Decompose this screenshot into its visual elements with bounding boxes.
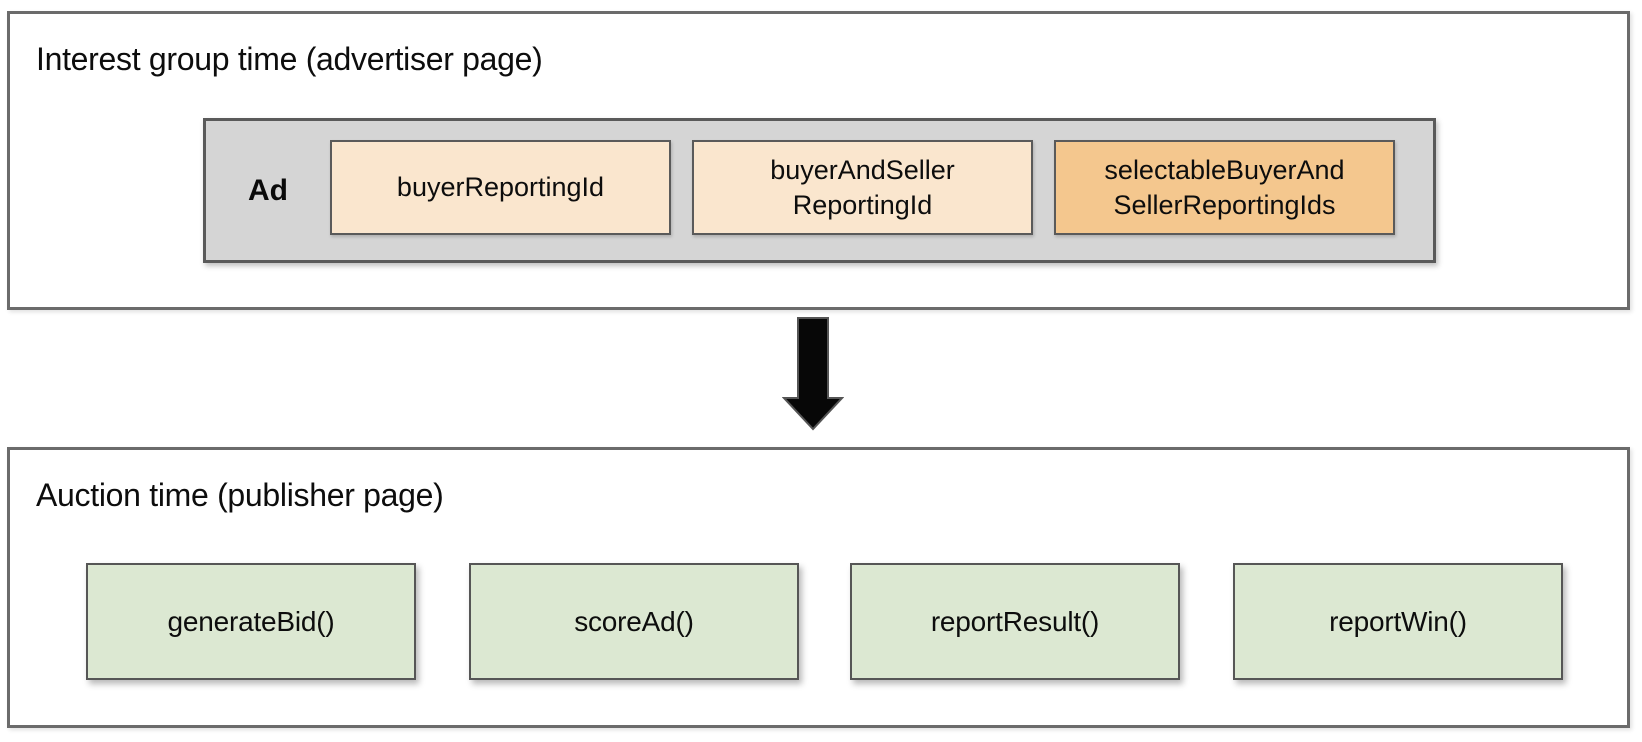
- score-ad-label: scoreAd(): [574, 605, 694, 637]
- score-ad-box: scoreAd(): [469, 563, 799, 680]
- selectable-buyer-and-seller-reporting-ids-label: selectableBuyerAnd SellerReportingIds: [1104, 154, 1345, 220]
- down-arrow-icon: [782, 317, 844, 431]
- ad-container: Ad buyerReportingId buyerAndSeller Repor…: [203, 118, 1436, 263]
- buyer-and-seller-reporting-id-label: buyerAndSeller ReportingId: [770, 154, 955, 220]
- auction-panel: Auction time (publisher page) generateBi…: [7, 447, 1630, 728]
- report-result-label: reportResult(): [930, 605, 1100, 637]
- report-win-label: reportWin(): [1329, 605, 1467, 637]
- buyer-reporting-id-box: buyerReportingId: [330, 140, 671, 235]
- buyer-and-seller-reporting-id-box: buyerAndSeller ReportingId: [692, 140, 1033, 235]
- ad-label: Ad: [248, 173, 288, 207]
- selectable-buyer-and-seller-reporting-ids-box: selectableBuyerAnd SellerReportingIds: [1054, 140, 1395, 235]
- buyer-reporting-id-label: buyerReportingId: [396, 172, 605, 202]
- report-result-box: reportResult(): [850, 563, 1180, 680]
- interest-group-panel-title: Interest group time (advertiser page): [36, 41, 543, 77]
- generate-bid-box: generateBid(): [86, 563, 416, 680]
- auction-panel-title: Auction time (publisher page): [36, 477, 444, 513]
- generate-bid-label: generateBid(): [167, 605, 335, 637]
- interest-group-panel: Interest group time (advertiser page) Ad…: [7, 11, 1630, 310]
- report-win-box: reportWin(): [1233, 563, 1563, 680]
